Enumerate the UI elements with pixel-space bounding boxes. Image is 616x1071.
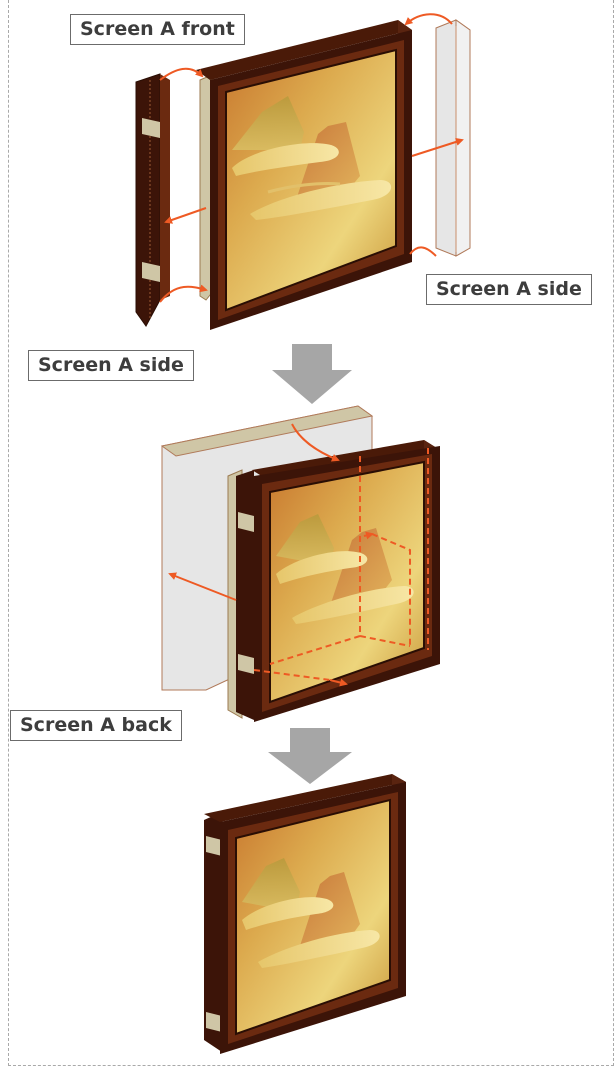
step1-group bbox=[136, 14, 470, 404]
right-side-panel bbox=[436, 20, 470, 256]
label-screen-a-side-right: Screen A side bbox=[426, 274, 592, 305]
left-strip-2 bbox=[228, 470, 254, 720]
step-arrow-1 bbox=[272, 344, 352, 404]
frame-3 bbox=[204, 774, 406, 1054]
left-side-panel bbox=[136, 74, 170, 326]
label-screen-a-front: Screen A front bbox=[70, 14, 245, 45]
frame-2 bbox=[252, 440, 440, 722]
front-panel-frame bbox=[196, 20, 412, 330]
label-screen-a-side-left: Screen A side bbox=[28, 350, 194, 381]
step3-group bbox=[204, 774, 406, 1054]
label-screen-a-back: Screen A back bbox=[10, 710, 182, 741]
step-arrow-2 bbox=[268, 728, 352, 784]
step2-group bbox=[162, 406, 440, 784]
